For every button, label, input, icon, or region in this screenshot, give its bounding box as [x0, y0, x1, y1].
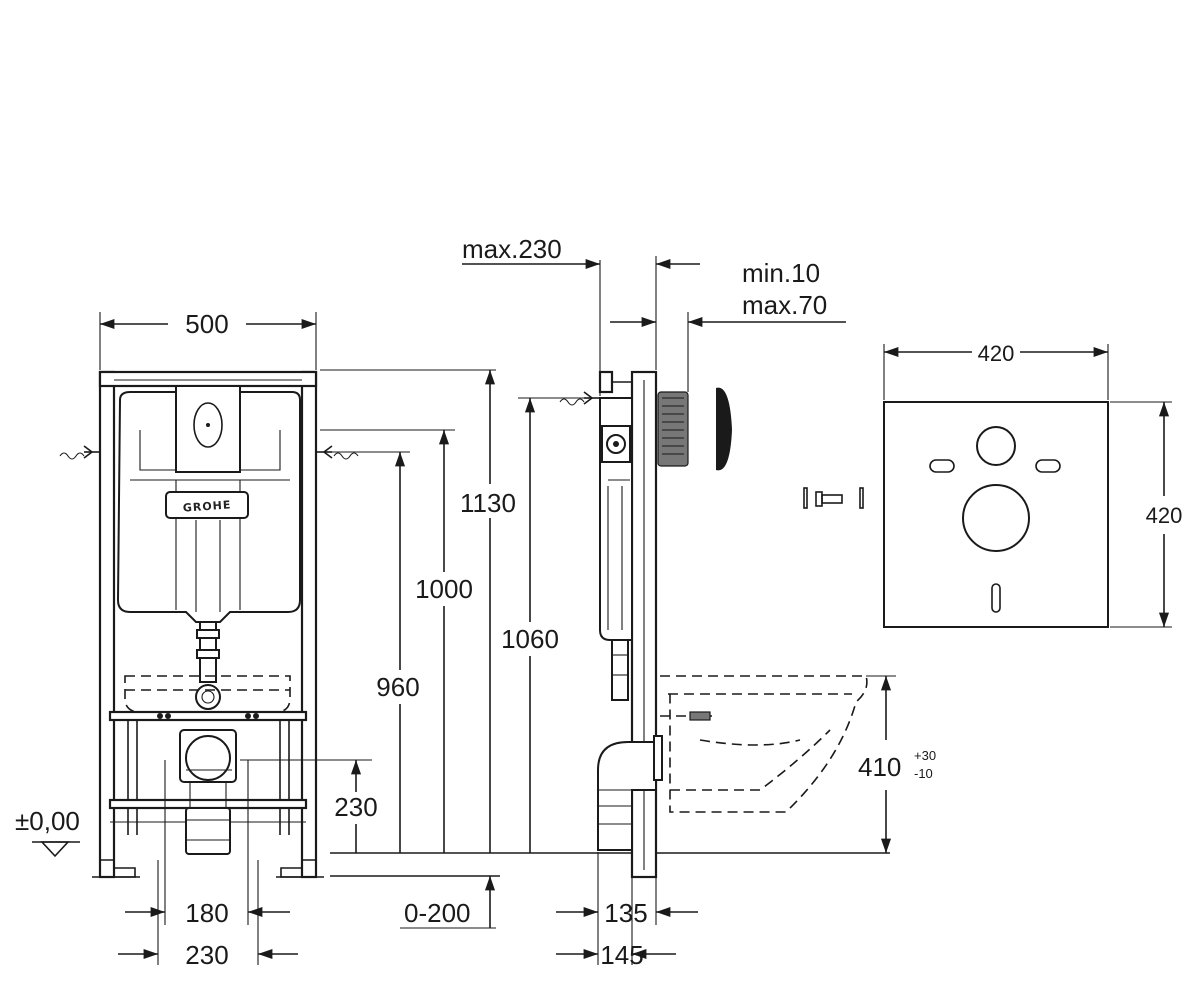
dim-960: 960 [376, 672, 419, 702]
flush-actuator [657, 391, 689, 467]
dim-1000: 1000 [415, 574, 473, 604]
dim-bowl-tol-minus: -10 [914, 766, 933, 781]
dim-1060: 1060 [501, 624, 559, 654]
dim-min-10: min.10 [742, 258, 820, 288]
zero-level-label: ±0,00 [15, 806, 80, 836]
dim-pad-height: 420 [1146, 503, 1183, 528]
pad-slot-right [1035, 459, 1061, 473]
side-view: max.230 min.10 max.70 135 145 410 +30 -1… [462, 234, 936, 970]
grohe-logo-plate [165, 491, 249, 519]
dim-bowl-tol-plus: +30 [914, 748, 936, 763]
dim-pad-width: 420 [978, 341, 1015, 366]
pad-slot-bottom [991, 583, 1001, 613]
front-frame-top-rail [98, 370, 318, 388]
dim-front-width: 500 [185, 309, 228, 339]
bowl-outline-side [660, 675, 868, 813]
dim-front-230: 230 [185, 940, 228, 970]
dim-front-180: 180 [185, 898, 228, 928]
pad-supply-hole [976, 426, 1016, 466]
dim-0-200: 0-200 [404, 898, 471, 928]
front-view: GROHE [15, 309, 359, 970]
actuator-opening [175, 385, 241, 473]
dim-1130: 1130 [460, 488, 516, 518]
bowl-outline-front [124, 675, 291, 713]
grohe-logo: GROHE [182, 498, 231, 514]
pad-outline [883, 401, 1109, 628]
flush-plate [716, 387, 732, 471]
sound-insulation-pad: 420 420 [803, 341, 1183, 628]
dim-135: 135 [604, 898, 647, 928]
water-inlet-left-icon [59, 445, 100, 460]
dim-145: 145 [600, 940, 643, 970]
waste-pipe-side [597, 741, 657, 851]
dim-max-70: max.70 [742, 290, 827, 320]
pad-waste-hole [962, 484, 1030, 552]
dim-bowl-height: 410 [858, 752, 901, 782]
zero-level-icon [40, 841, 70, 858]
screw-icon [803, 487, 864, 509]
dim-max-230: max.230 [462, 234, 562, 264]
pad-slot-left [929, 459, 955, 473]
water-inlet-side-icon [559, 391, 600, 406]
height-dimensions: 1130 1000 960 230 0-200 1060 [240, 369, 890, 929]
dim-230: 230 [334, 792, 377, 822]
